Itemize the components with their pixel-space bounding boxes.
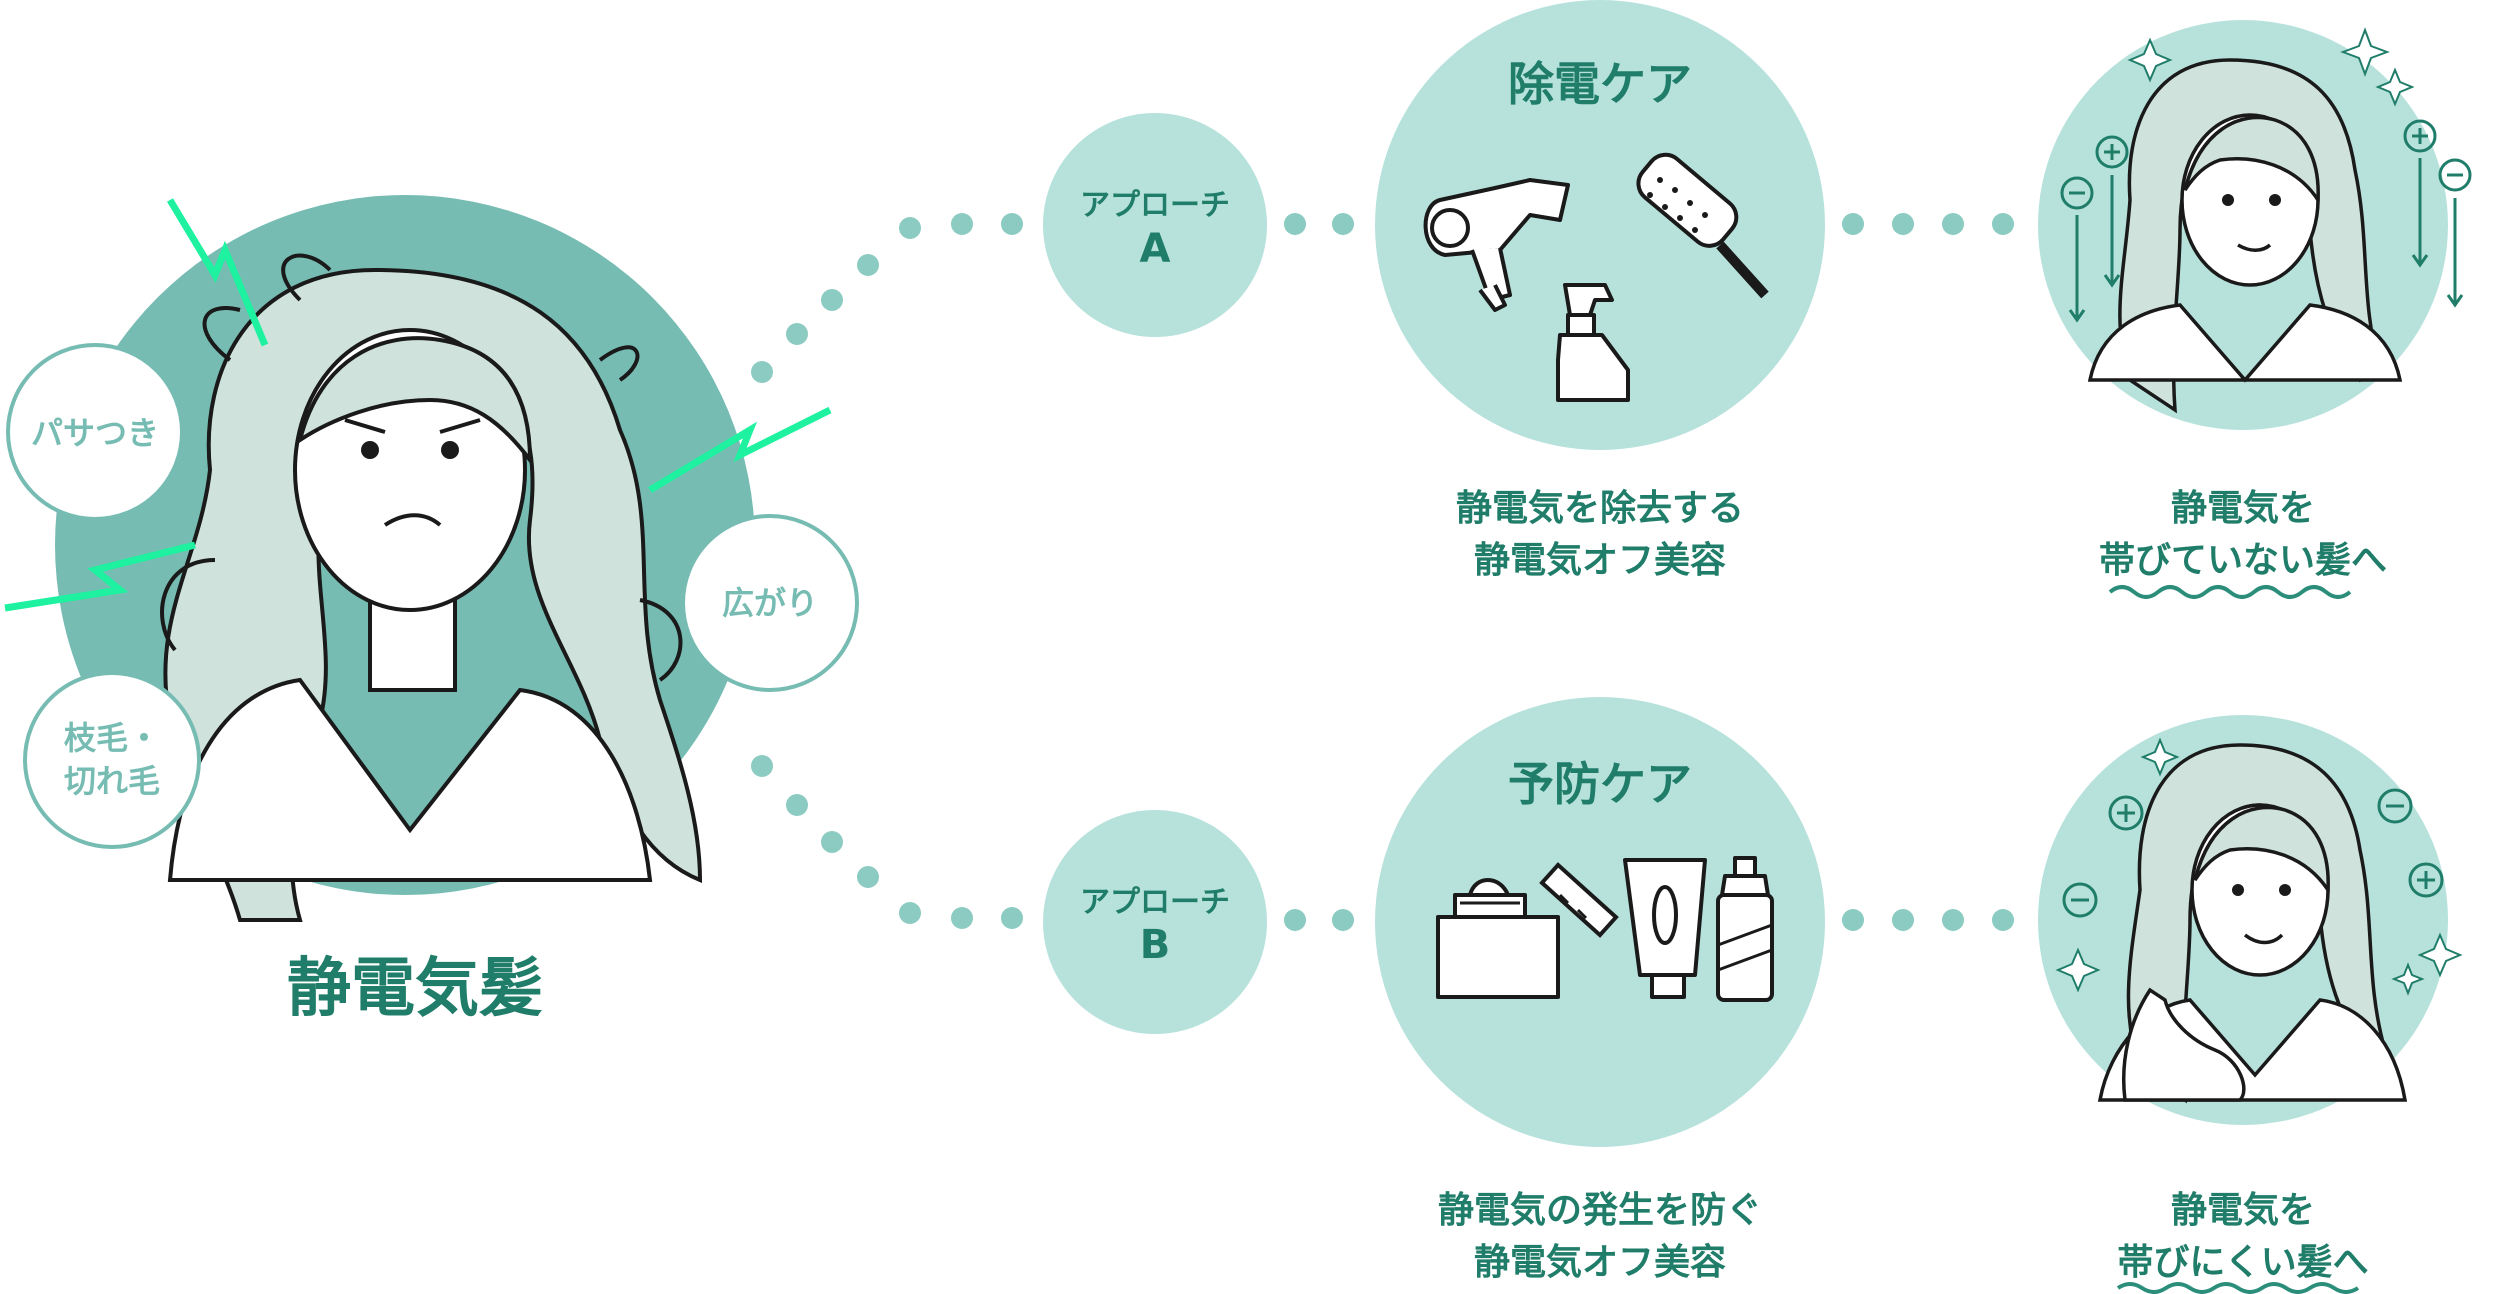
plus-icon: [2403, 119, 2437, 153]
approach-label: アプローチ: [1080, 885, 1230, 920]
connector-dot: [1001, 907, 1023, 929]
approach-b: アプローチ B 予防ケア 静電気の発生を防ぐ: [1043, 697, 2463, 1294]
connector-dot: [821, 831, 843, 853]
symptom-label: 広がり: [722, 584, 818, 622]
symptom-label: 枝毛・: [64, 719, 160, 757]
sparkle-icon: [2055, 737, 2463, 996]
hands: [2121, 987, 2246, 1102]
connector-dot: [786, 794, 808, 816]
approach-letter: B: [1140, 922, 1171, 968]
main-title: 静電気髪: [287, 952, 543, 1026]
result-text: 静電気を: [2171, 1190, 2315, 1231]
connector-dot: [857, 866, 879, 888]
care-description: 静電気の発生を防ぐ: [1438, 1190, 1762, 1231]
frizzy-hair-strands: [160, 253, 683, 682]
main-character-group: パサつき 広がり 枝毛・ 切れ毛 静電気髪: [4, 195, 859, 1026]
connector-dot: [751, 755, 773, 777]
plus-icon: [2095, 135, 2129, 169]
connector-dot: [1001, 213, 1023, 235]
care-description: 静電気オフ美容: [1474, 1242, 1726, 1283]
calm-body: [2087, 303, 2403, 383]
connector-dot: [1284, 909, 1306, 931]
hair-dryer-icon: [1423, 178, 1570, 312]
calm-eye: [2222, 194, 2234, 206]
lightning-icon: [648, 406, 832, 494]
connector-dot: [751, 361, 773, 383]
calm-smile: [2237, 243, 2272, 252]
left-eye: [361, 441, 379, 459]
result-wavy-underline: [2116, 1282, 2360, 1294]
approach-a-circle: [1043, 113, 1267, 337]
care-description: 静電気オフ美容: [1474, 540, 1726, 581]
lightning-icon: [4, 541, 196, 612]
care-description: 静電気を除去する: [1456, 488, 1744, 529]
calm-eye: [2232, 884, 2244, 896]
connector-dot: [821, 289, 843, 311]
result-text: 静電気を: [2171, 488, 2315, 529]
symptom-label: パサつき: [31, 414, 159, 452]
connector-dot: [1284, 213, 1306, 235]
calm-eye: [2269, 194, 2281, 206]
tube-icon: [1623, 858, 1707, 999]
plus-icon: [2108, 795, 2144, 831]
connector-dots: [751, 213, 2014, 931]
minus-icon: [2062, 882, 2098, 918]
connector-dot: [786, 323, 808, 345]
connector-dot: [1992, 909, 2014, 931]
connector-dot: [1332, 213, 1354, 235]
connector-dot: [857, 254, 879, 276]
calm-eye: [2279, 884, 2291, 896]
calm-bangs: [2193, 805, 2330, 896]
round-brush-icon: [1636, 152, 1769, 299]
connector-dot: [951, 213, 973, 235]
connector-dot: [1942, 909, 1964, 931]
connector-dot: [1842, 909, 1864, 931]
approach-letter: A: [1140, 226, 1171, 272]
calm-character-a: [2087, 58, 2403, 414]
connector-dot: [1842, 213, 1864, 235]
main-bangs: [296, 336, 533, 467]
charge-icons-b: [2062, 788, 2444, 918]
symptom-label: 切れ毛: [64, 762, 160, 800]
symptom-bubble-edage: [23, 671, 201, 849]
charge-icons-a: [2060, 119, 2472, 323]
right-eye: [441, 441, 459, 459]
minus-icon: [2438, 158, 2472, 192]
connector-dot: [951, 907, 973, 929]
spray-bottle-icon: [1556, 283, 1630, 402]
care-title: 除電ケア: [1508, 57, 1692, 111]
connector-dot: [899, 902, 921, 924]
connector-dot: [1332, 909, 1354, 931]
minus-icon: [2377, 788, 2413, 824]
approach-label: アプローチ: [1080, 188, 1230, 223]
symptom-bubble-hirogari: [681, 514, 859, 692]
connector-dot: [1992, 213, 2014, 235]
care-circle-jyoden: [1375, 0, 1825, 450]
lightning-icon: [166, 198, 269, 347]
approach-a: アプローチ A 除電ケア 静電気を除去する 静電気オフ美容: [1043, 0, 2472, 599]
connector-dot: [899, 217, 921, 239]
result-text: 帯びにくい髪へ: [2117, 1242, 2368, 1283]
sparkle-icon: [2127, 27, 2415, 107]
worried-brows: [344, 418, 481, 434]
worried-mouth: [383, 513, 442, 527]
care-title: 予防ケア: [1508, 757, 1692, 811]
calm-bangs: [2183, 115, 2320, 206]
calm-smile: [2243, 933, 2284, 945]
plus-icon: [2408, 862, 2444, 898]
minus-icon: [2060, 176, 2094, 210]
calm-character-b: [2097, 743, 2408, 1104]
result-text: 帯びていない髪へ: [2099, 540, 2387, 581]
spatula-icon: [1539, 862, 1619, 938]
result-wavy-underline: [2108, 585, 2352, 599]
approach-b-circle: [1043, 810, 1267, 1034]
spray-can-icon: [1716, 856, 1774, 1002]
symptom-bubble-pasatsuki: [6, 343, 184, 521]
connector-dot: [1942, 213, 1964, 235]
connector-dot: [1892, 213, 1914, 235]
connector-dot: [1892, 909, 1914, 931]
cream-jar-icon: [1436, 878, 1560, 999]
